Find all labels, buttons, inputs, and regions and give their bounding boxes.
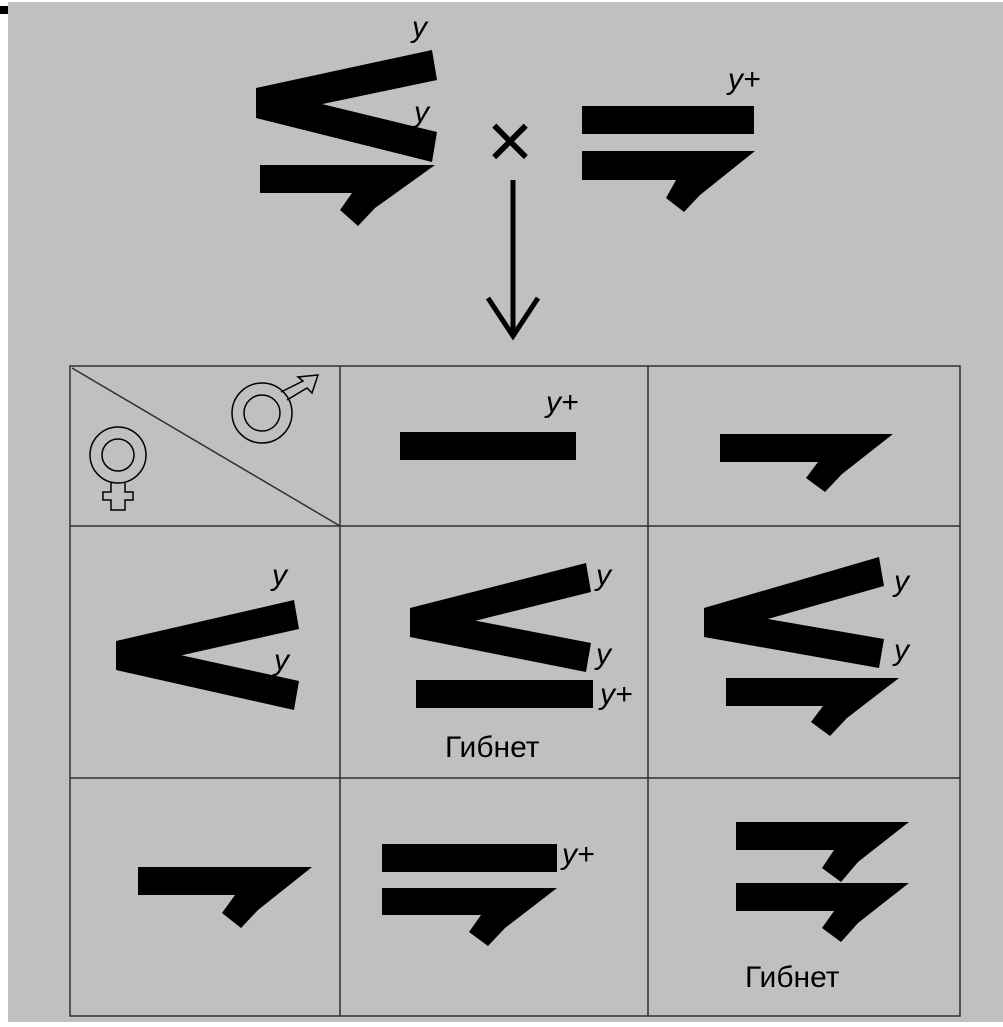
down-arrow-icon — [485, 180, 541, 341]
female-parent: y y — [256, 11, 437, 226]
hook-chromosome — [582, 151, 755, 212]
cross-symbol: × — [487, 96, 534, 185]
gene-label-y: y — [412, 96, 431, 129]
corner-diagonal — [71, 367, 341, 527]
header-row2 — [138, 867, 312, 928]
hook-chromosome — [260, 165, 435, 226]
hook-chromosome — [138, 867, 312, 928]
gene-label-y: y — [272, 644, 291, 677]
attached-x-lower-arm — [116, 641, 299, 710]
hook-chromosome — [382, 888, 557, 946]
gene-label-y: y — [892, 634, 911, 667]
gene-label-y: y — [594, 638, 613, 671]
cell-r1c2: y y — [704, 557, 911, 736]
male-symbol-icon — [231, 374, 320, 444]
attached-x-lower-arm — [410, 608, 591, 672]
attached-x-lower-arm — [256, 88, 437, 162]
gene-label-y: y — [892, 565, 911, 598]
female-symbol-icon — [89, 426, 147, 511]
cell-r1c1: y y y+ Гибнет — [410, 559, 633, 764]
hook-chromosome — [736, 883, 909, 942]
gene-label-y: y — [410, 11, 429, 44]
punnett-grid — [69, 365, 961, 1017]
header-row1: y y — [116, 559, 299, 710]
result-lethal: Гибнет — [445, 731, 540, 764]
result-lethal: Гибнет — [745, 961, 840, 994]
header-col2 — [720, 434, 893, 492]
attached-x-lower-arm — [704, 608, 884, 668]
cell-r2c2: Гибнет — [736, 822, 909, 994]
hook-chromosome — [726, 678, 899, 736]
gene-label-y-plus: y+ — [544, 386, 579, 419]
header-col1: y+ — [400, 386, 579, 460]
cell-r2c1: y+ — [382, 838, 595, 946]
y-plus-chromosome — [582, 106, 754, 134]
corner-mark — [0, 6, 8, 14]
gene-label-y: y — [594, 559, 613, 592]
hook-chromosome — [720, 434, 893, 492]
y-plus-chromosome — [400, 432, 576, 460]
gene-label-y-plus: y+ — [726, 63, 761, 96]
grid-border — [69, 365, 961, 1017]
gene-label-y: y — [270, 559, 289, 592]
gene-label-y-plus: y+ — [560, 838, 595, 871]
male-parent: y+ — [582, 63, 761, 212]
gene-label-y-plus: y+ — [598, 678, 633, 711]
y-plus-chromosome — [416, 680, 593, 708]
y-plus-chromosome — [382, 844, 557, 872]
hook-chromosome — [736, 822, 909, 882]
